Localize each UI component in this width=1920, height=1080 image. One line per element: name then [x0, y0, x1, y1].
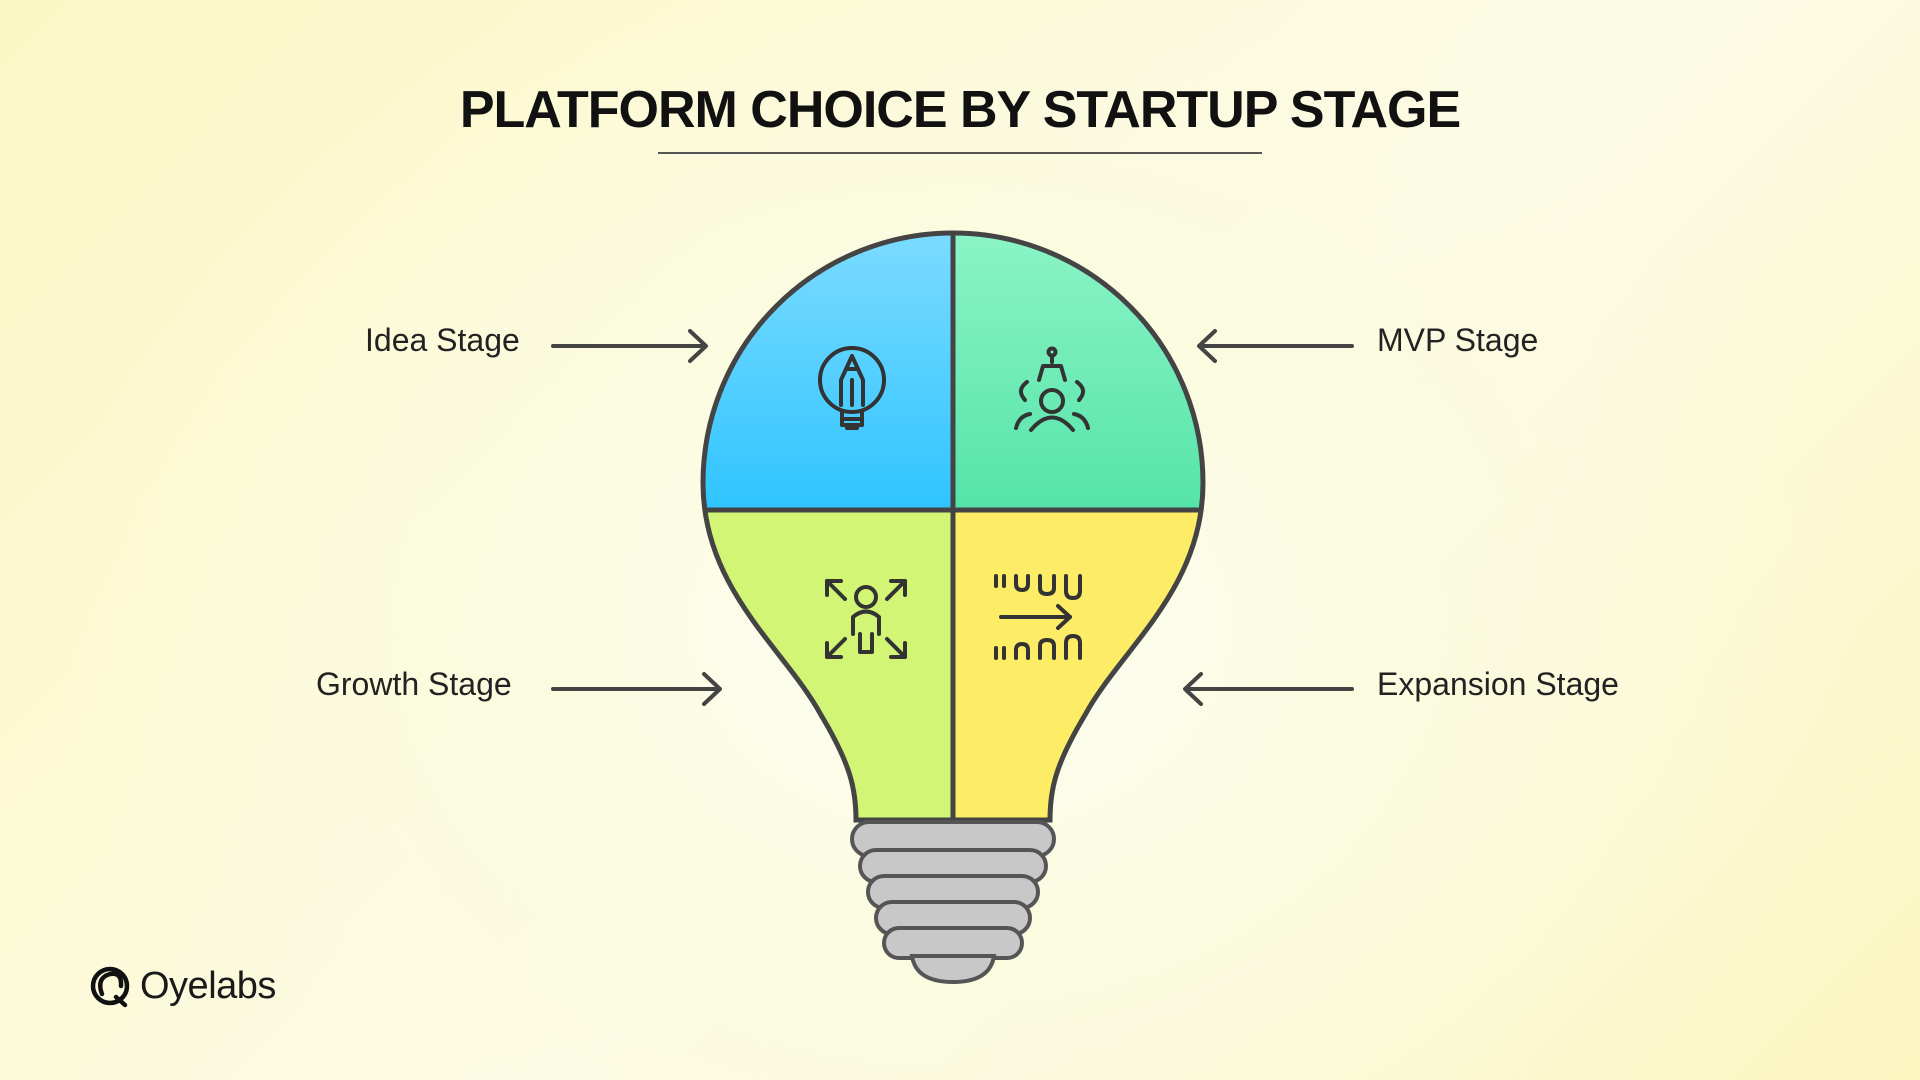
- quadrant-expansion: [953, 510, 1203, 820]
- brand-name: Oyelabs: [140, 964, 276, 1007]
- quadrant-mvp: [953, 233, 1203, 510]
- title-underline: [658, 152, 1262, 154]
- oyelabs-logo-icon: [90, 966, 130, 1008]
- stage-label-mvp: MVP Stage: [1377, 322, 1539, 358]
- arrow-growth: [551, 672, 722, 706]
- stage-label-idea: Idea Stage: [365, 322, 520, 358]
- team-robot-icon: [1014, 346, 1090, 432]
- page-title: PLATFORM CHOICE BY STARTUP STAGE: [459, 81, 1461, 139]
- scale-arrow-icon: [994, 574, 1082, 660]
- brand-logo: Oyelabs: [88, 962, 276, 1010]
- lightbulb-pencil-icon: [818, 346, 886, 430]
- arrow-idea: [551, 329, 708, 363]
- person-expand-icon: [825, 579, 907, 659]
- stage-label-growth: Growth Stage: [316, 666, 512, 702]
- stage-label-expansion: Expansion Stage: [1377, 666, 1619, 702]
- arrow-mvp: [1197, 329, 1354, 363]
- arrow-expansion: [1183, 672, 1354, 706]
- quadrant-growth: [703, 510, 953, 820]
- bulb-screw-base: [850, 820, 1056, 985]
